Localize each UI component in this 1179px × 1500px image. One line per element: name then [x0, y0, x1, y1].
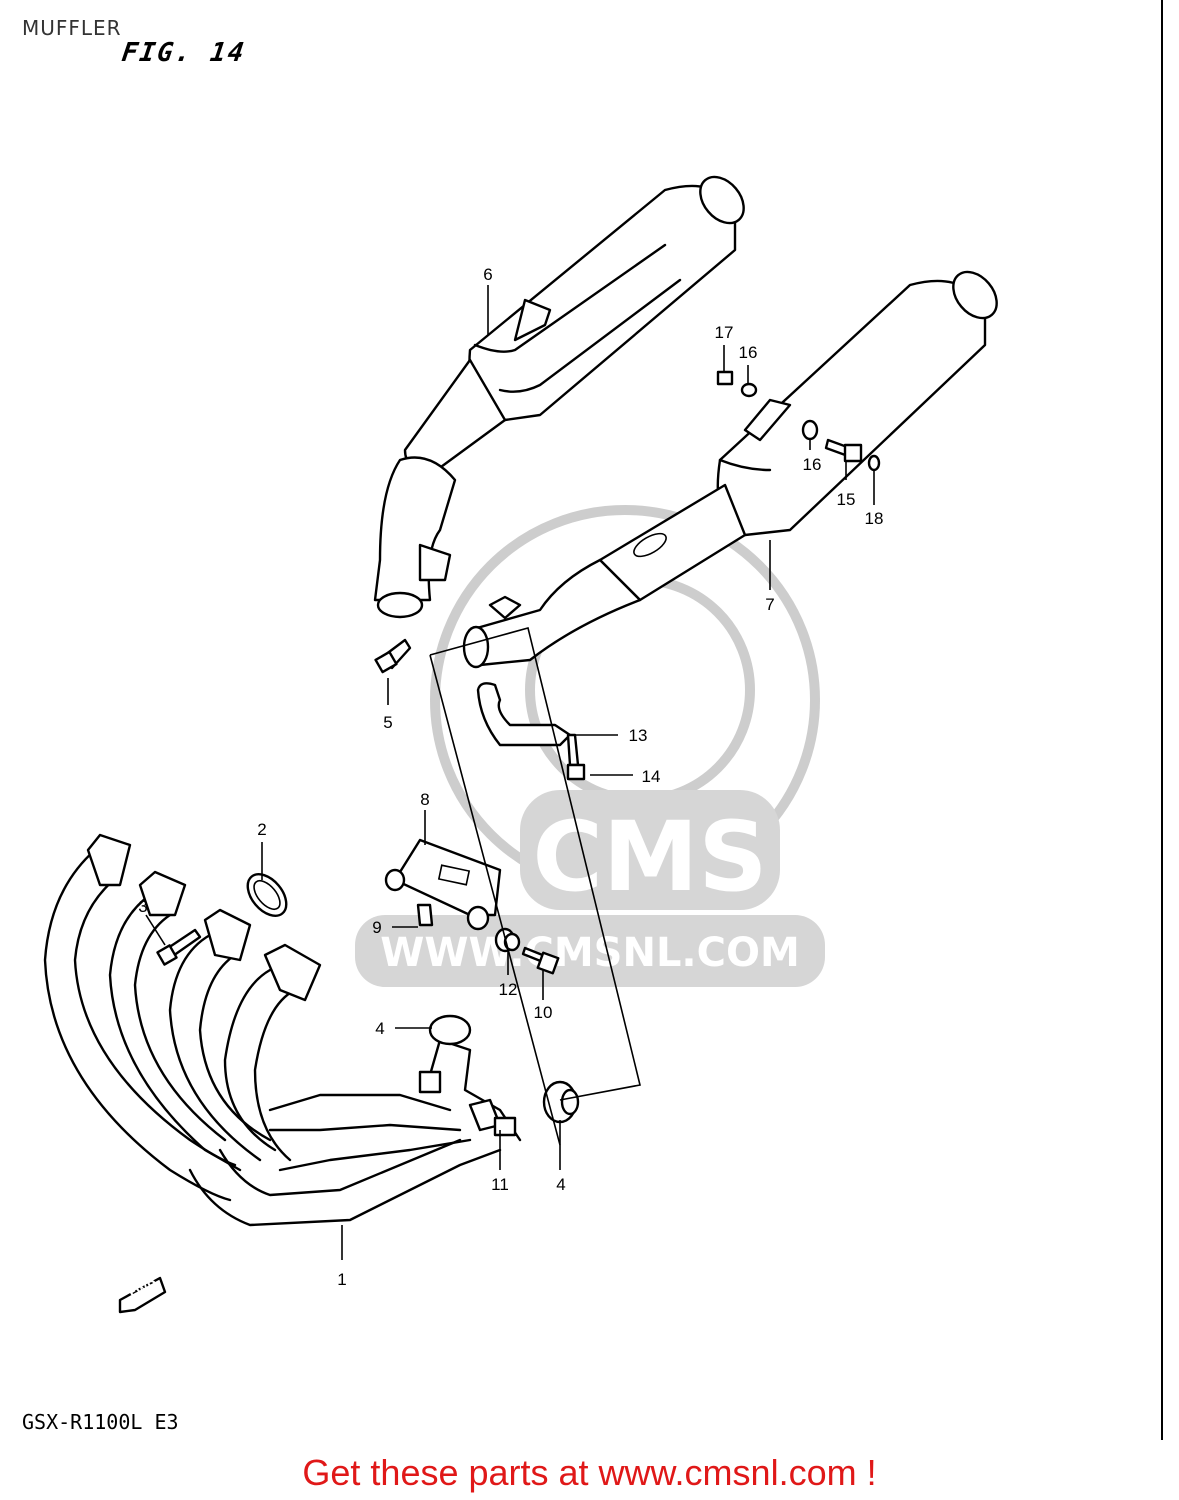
bolt-9[interactable]: [416, 903, 434, 927]
model-code: GSX-R1100L E3: [22, 1410, 179, 1434]
muffler-right[interactable]: [462, 264, 1006, 669]
grommet-12[interactable]: [494, 927, 521, 953]
callout-17: 17: [715, 323, 734, 342]
gasket[interactable]: [240, 867, 294, 923]
bolt-14[interactable]: [566, 733, 586, 781]
callout-10: 10: [534, 1003, 553, 1022]
fwd-arrow-icon: FWD: [118, 1276, 167, 1314]
bolt-5[interactable]: [374, 638, 412, 674]
leader-lines: [145, 285, 875, 1260]
cap-18[interactable]: [867, 454, 881, 472]
callout-14: 14: [642, 767, 661, 786]
callout-3: 3: [138, 897, 147, 916]
assembly-outline: [429, 627, 641, 1146]
bolt-11[interactable]: [493, 1116, 517, 1137]
washer-16a[interactable]: [740, 382, 758, 398]
callout-7: 7: [765, 595, 774, 614]
watermark-logo: CMS: [532, 801, 767, 913]
callout-4-lower: 4: [556, 1175, 565, 1194]
callout-11: 11: [491, 1175, 509, 1194]
watermark-url: WWW.CMSNL.COM: [380, 930, 800, 976]
nut-17[interactable]: [716, 370, 734, 386]
callout-12: 12: [499, 980, 518, 999]
gasket-4-lower[interactable]: [542, 1080, 580, 1124]
exhaust-header-pipes[interactable]: [43, 833, 522, 1227]
callout-5: 5: [383, 713, 392, 732]
callout-2: 2: [257, 820, 266, 839]
callout-18: 18: [865, 509, 884, 528]
bolt-15[interactable]: [824, 438, 863, 463]
callout-15: 15: [837, 490, 856, 509]
bolt-3[interactable]: [156, 928, 202, 966]
muffler-left[interactable]: [373, 169, 753, 619]
washer-16b[interactable]: [801, 419, 819, 441]
bolt-10[interactable]: [521, 946, 560, 975]
callout-13: 13: [629, 726, 648, 745]
callout-6: 6: [483, 265, 492, 284]
callout-1: 1: [337, 1270, 346, 1289]
muffler-bracket[interactable]: [476, 682, 572, 747]
page-border: [1161, 0, 1163, 1440]
callout-16-upper: 16: [739, 343, 758, 362]
callout-labels: 1 2 3 4 4 5 6 7 8 9 10 11 12 13 14 15 16…: [138, 265, 883, 1289]
callout-9: 9: [372, 918, 381, 937]
callout-8: 8: [420, 790, 429, 809]
cms-watermark: CMS WWW.CMSNL.COM: [355, 505, 825, 987]
cta-link[interactable]: Get these parts at www.cmsnl.com !: [302, 1452, 877, 1493]
exhaust-bracket[interactable]: [384, 838, 502, 931]
page-title: MUFFLER: [22, 16, 122, 40]
callout-4-upper: 4: [375, 1019, 384, 1038]
callout-16-lower: 16: [803, 455, 822, 474]
